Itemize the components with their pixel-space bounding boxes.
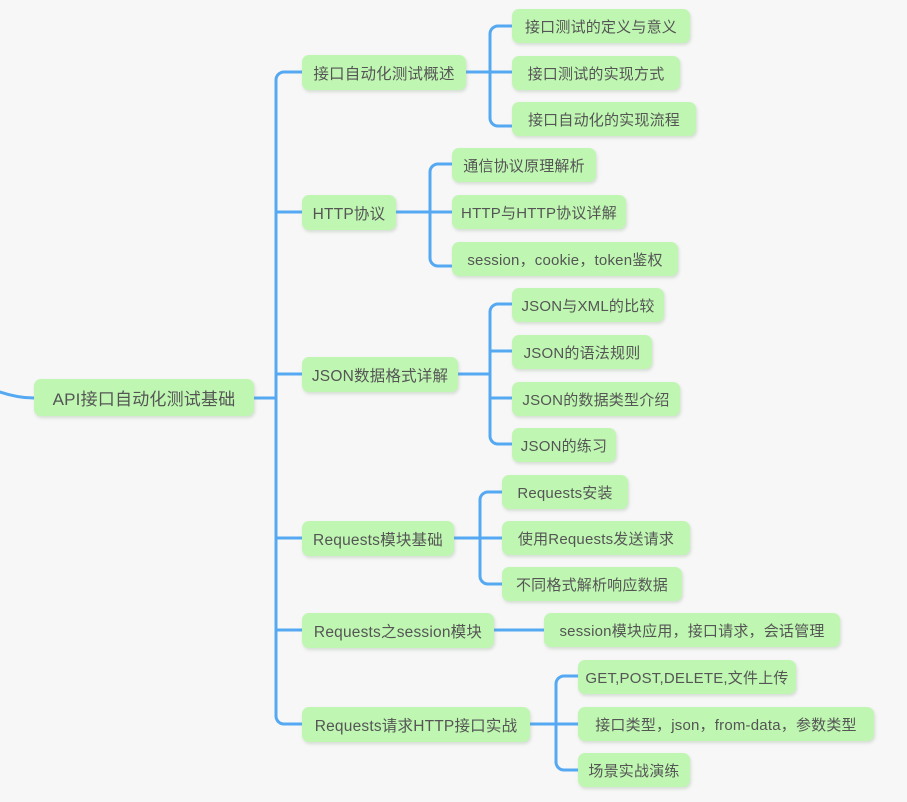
branch-4-child-3-label: 不同格式解析响应数据	[515, 576, 668, 594]
branch-2-child-1-label: 通信协议原理解析	[463, 157, 585, 175]
branch-3-child-1-label: JSON与XML的比较	[521, 297, 655, 315]
branch-3-child-3[interactable]: JSON的数据类型介绍	[512, 382, 680, 416]
branch-node-3-label: JSON数据格式详解	[311, 367, 449, 385]
branch-4-child-2[interactable]: 使用Requests发送请求	[502, 521, 690, 555]
branch-3-child-4-line	[488, 434, 514, 446]
branch-1-child-1[interactable]: 接口测试的定义与意义	[512, 9, 690, 43]
branch-6-child-3-label: 场景实战演练	[588, 762, 680, 780]
branch-node-1-label: 接口自动化测试概述	[313, 65, 455, 83]
branch-6-child-1-line	[554, 674, 580, 686]
branch-1-child-3[interactable]: 接口自动化的实现流程	[512, 102, 696, 136]
root-stub-line	[0, 390, 36, 400]
branch-2-child-1-line	[428, 162, 454, 174]
branch-1-child-1-label: 接口测试的定义与意义	[524, 18, 677, 36]
branch-2-child-3-line	[428, 256, 454, 268]
branch-node-5[interactable]: Requests之session模块	[302, 613, 494, 648]
trunk-branch-6	[274, 714, 304, 726]
branch-2-child-2[interactable]: HTTP与HTTP协议详解	[452, 195, 626, 229]
branch-1-child-2[interactable]: 接口测试的实现方式	[512, 56, 680, 90]
branch-3-child-2[interactable]: JSON的语法规则	[512, 335, 652, 369]
branch-2-child-2-label: HTTP与HTTP协议详解	[461, 204, 617, 222]
root-node[interactable]: API接口自动化测试基础	[34, 379, 254, 416]
branch-6-child-3-line	[554, 760, 580, 772]
root-node-label: API接口自动化测试基础	[52, 390, 236, 409]
branch-6-child-1[interactable]: GET,POST,DELETE,文件上传	[578, 660, 796, 694]
branch-node-2-label: HTTP协议	[312, 205, 386, 223]
branch-6-child-2[interactable]: 接口类型，json，from-data，参数类型	[578, 707, 874, 741]
branch-node-2[interactable]: HTTP协议	[302, 195, 396, 230]
branch-6-child-2-label: 接口类型，json，from-data，参数类型	[595, 716, 857, 734]
branch-node-6[interactable]: Requests请求HTTP接口实战	[302, 707, 530, 742]
branch-2-child-1[interactable]: 通信协议原理解析	[452, 148, 596, 182]
branch-5-child-1[interactable]: session模块应用，接口请求，会话管理	[544, 613, 840, 647]
branch-node-3[interactable]: JSON数据格式详解	[302, 357, 458, 392]
branch-4-child-3[interactable]: 不同格式解析响应数据	[502, 567, 682, 601]
branch-1-child-2-label: 接口测试的实现方式	[527, 65, 665, 83]
branch-3-child-4-label: JSON的练习	[520, 437, 608, 455]
branch-4-child-2-label: 使用Requests发送请求	[517, 530, 675, 548]
branch-3-child-4[interactable]: JSON的练习	[512, 428, 616, 462]
branch-2-child-3-label: session，cookie，token鉴权	[467, 251, 663, 269]
branch-node-4-label: Requests模块基础	[313, 531, 443, 549]
branch-4-child-1[interactable]: Requests安装	[502, 475, 628, 509]
branch-3-child-1[interactable]: JSON与XML的比较	[512, 288, 664, 322]
branch-4-child-3-line	[478, 574, 504, 586]
branch-1-child-3-label: 接口自动化的实现流程	[527, 111, 680, 129]
trunk-branch-1	[274, 70, 304, 82]
branch-3-child-2-label: JSON的语法规则	[523, 344, 641, 362]
branch-6-child-1-label: GET,POST,DELETE,文件上传	[585, 669, 789, 687]
branch-5-child-1-label: session模块应用，接口请求，会话管理	[559, 622, 825, 640]
branch-node-1[interactable]: 接口自动化测试概述	[302, 55, 466, 90]
branch-node-4[interactable]: Requests模块基础	[302, 521, 454, 556]
branch-2-child-3[interactable]: session，cookie，token鉴权	[452, 242, 678, 276]
branch-1-child-3-line	[488, 116, 514, 128]
branch-4-child-1-line	[478, 490, 504, 502]
branch-node-6-label: Requests请求HTTP接口实战	[314, 717, 518, 735]
branch-3-child-3-label: JSON的数据类型介绍	[522, 391, 670, 409]
branch-4-child-1-label: Requests安装	[517, 484, 613, 502]
branch-node-5-label: Requests之session模块	[313, 623, 483, 641]
branch-1-child-1-line	[488, 24, 514, 36]
branch-3-child-1-line	[488, 302, 514, 314]
branch-6-child-3[interactable]: 场景实战演练	[578, 753, 690, 787]
